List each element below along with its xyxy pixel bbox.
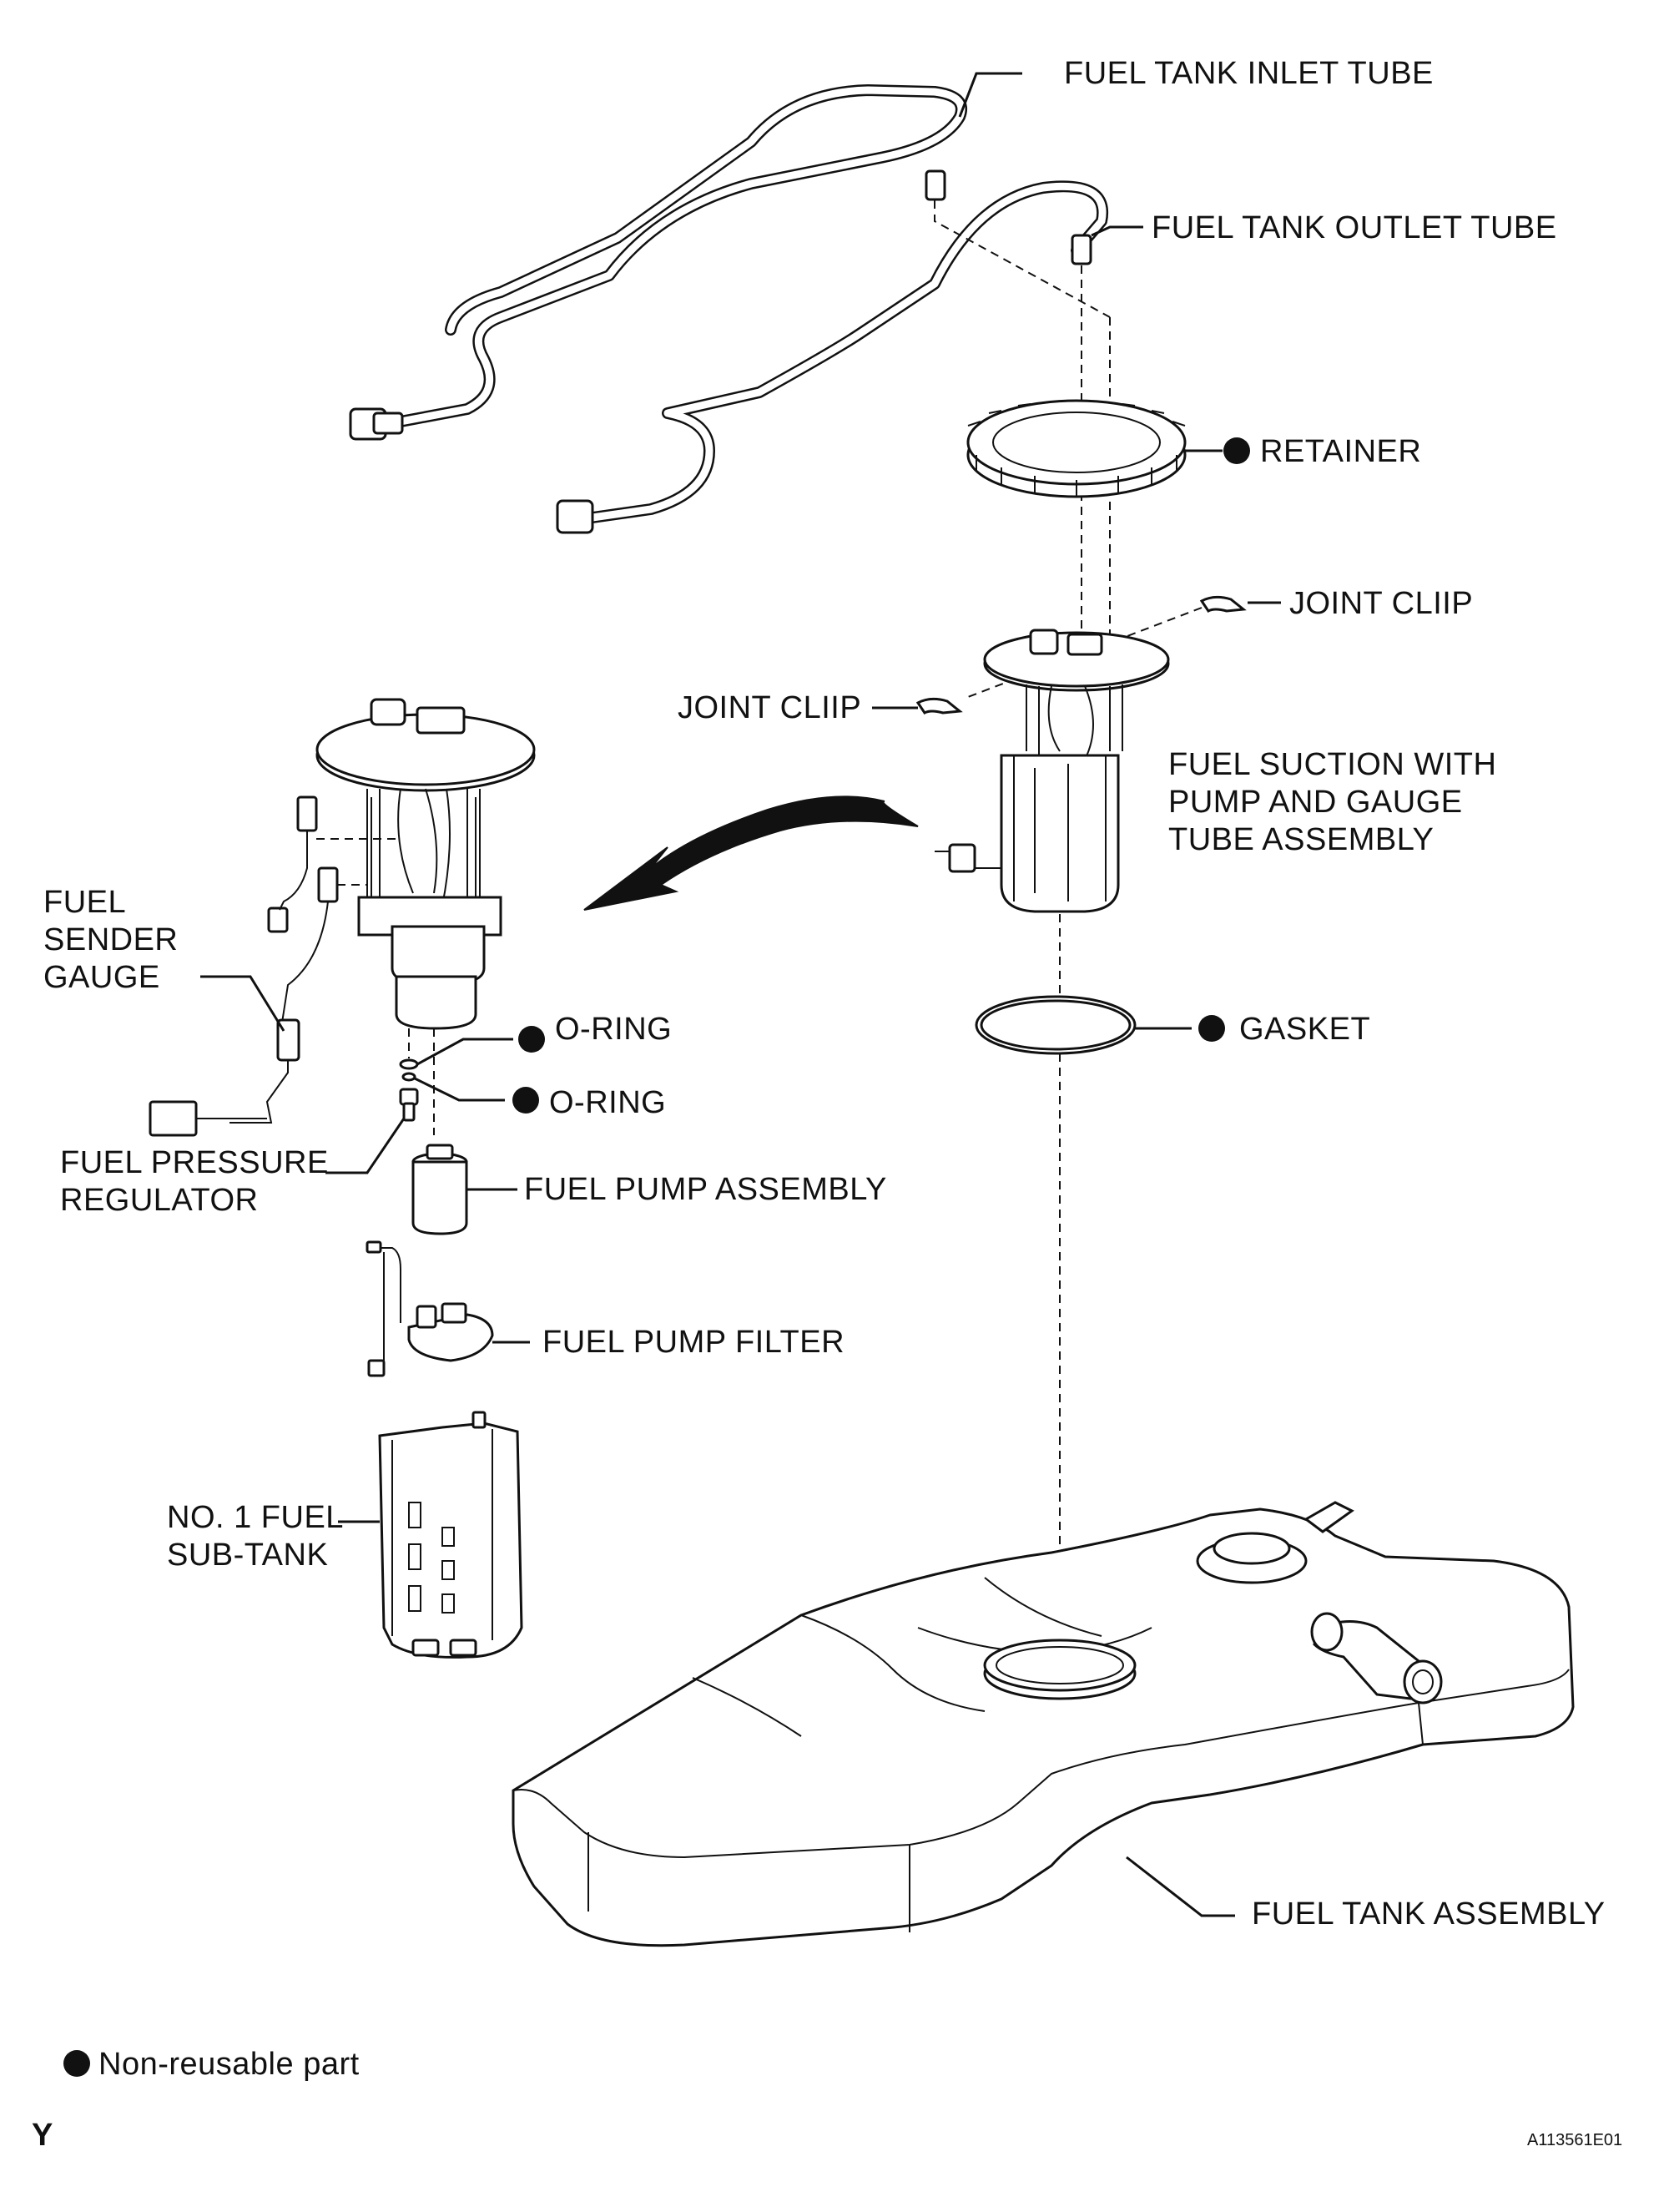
fuel-pump-assembly: [411, 1144, 468, 1235]
fuel-tank-assembly: [512, 1501, 1575, 1947]
o-ring-lower: [401, 1072, 416, 1082]
label-fuel-pump-assembly: FUEL PUMP ASSEMBLY: [524, 1172, 887, 1207]
label-o-ring-lower: O-RING: [549, 1085, 666, 1120]
joint-clip-left: [915, 697, 963, 715]
gasket: [975, 995, 1137, 1055]
fuel-tank-inlet-tube: [349, 84, 967, 441]
fuel-pump-filter: [366, 1240, 494, 1377]
legend: Non-reusable part: [63, 2047, 360, 2082]
non-reusable-markers: [512, 437, 1250, 1114]
label-fuel-sender-line2: SENDER: [43, 922, 178, 957]
label-fuel-tank-assembly: FUEL TANK ASSEMBLY: [1252, 1896, 1606, 1932]
fuel-tank-outlet-tube: [556, 180, 1109, 534]
o-ring-upper: [399, 1058, 419, 1070]
fuel-sub-tank: [378, 1411, 523, 1659]
o-ring-lower-bullet-icon: [512, 1087, 539, 1114]
fuel-suction-assembly-small: [935, 629, 1170, 913]
label-o-ring-upper: O-RING: [555, 1012, 672, 1047]
fuel-sender-gauge: [149, 795, 339, 1137]
label-fuel-pressure-line2: REGULATOR: [60, 1183, 258, 1218]
label-sub-tank-line1: NO. 1 FUEL: [167, 1500, 344, 1535]
label-fuel-sender-line3: GAUGE: [43, 960, 160, 995]
label-fuel-sender-line1: FUEL: [43, 885, 126, 920]
direction-arrow: [583, 795, 919, 911]
gasket-bullet-icon: [1198, 1015, 1225, 1042]
label-fuel-suction-line2: PUMP AND GAUGE: [1168, 785, 1463, 820]
legend-bullet-icon: [63, 2050, 90, 2077]
label-fuel-pump-filter: FUEL PUMP FILTER: [542, 1325, 845, 1360]
legend-non-reusable-text: Non-reusable part: [98, 2047, 360, 2082]
label-fuel-pressure-line1: FUEL PRESSURE: [60, 1145, 329, 1180]
label-gasket: GASKET: [1239, 1012, 1370, 1047]
leader-lines: [200, 72, 1281, 1917]
label-joint-clip-left: JOINT CLIIP: [678, 690, 861, 725]
label-joint-clip-right: JOINT CLIIP: [1289, 586, 1473, 621]
figure-id: A113561E01: [1527, 2131, 1622, 2149]
label-fuel-suction-line3: TUBE ASSEMBLY: [1168, 822, 1434, 857]
joint-clip-right: [1199, 595, 1247, 613]
inlet-tube-connection-line: [934, 200, 1111, 318]
fuel-suction-assembly-enlarged: [315, 698, 536, 1030]
retainer-bullet-icon: [1223, 437, 1250, 464]
fuel-pressure-regulator: [399, 1088, 419, 1122]
label-fuel-suction-line1: FUEL SUCTION WITH: [1168, 747, 1496, 782]
footer-left-mark: Y: [32, 2118, 53, 2153]
label-fuel-tank-outlet-tube: FUEL TANK OUTLET TUBE: [1152, 210, 1557, 245]
retainer: [966, 399, 1187, 498]
sender-gauge-connection-line: [316, 838, 401, 886]
label-fuel-tank-inlet-tube: FUEL TANK INLET TUBE: [1064, 56, 1434, 91]
label-retainer: RETAINER: [1260, 434, 1421, 469]
o-ring-upper-bullet-icon: [518, 1026, 545, 1053]
label-sub-tank-line2: SUB-TANK: [167, 1538, 328, 1573]
